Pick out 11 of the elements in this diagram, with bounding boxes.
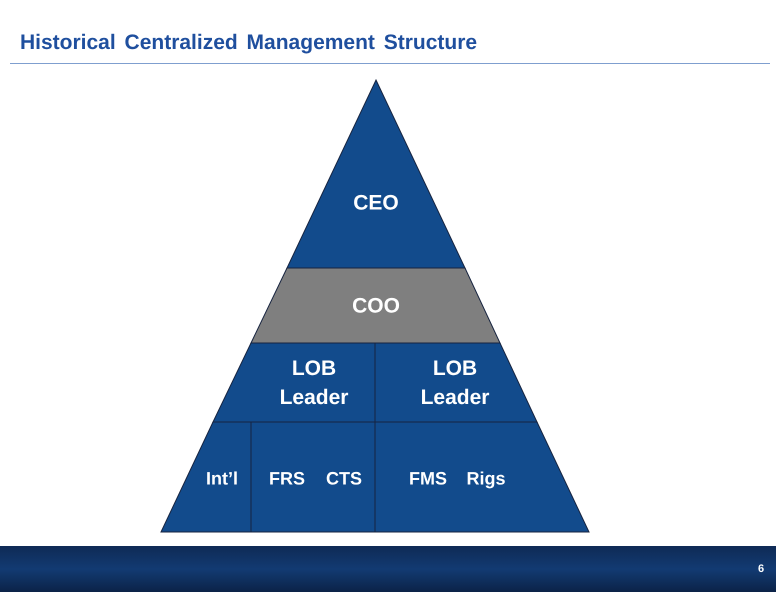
tier-label: COO (351, 294, 401, 320)
tier-label: LOB Leader (279, 356, 349, 411)
page-number: 6 (758, 563, 764, 575)
tier-label: LOB Leader (420, 356, 490, 411)
tier-label: Int’l (206, 468, 238, 490)
tier-label: FRS (269, 468, 305, 490)
tier-label: CEO (352, 190, 400, 216)
tier-label: Rigs (466, 468, 506, 490)
tier-label: CTS (326, 468, 362, 490)
slide-title: Historical Centralized Management Structure (20, 31, 478, 55)
tier-label: FMS (409, 468, 447, 490)
